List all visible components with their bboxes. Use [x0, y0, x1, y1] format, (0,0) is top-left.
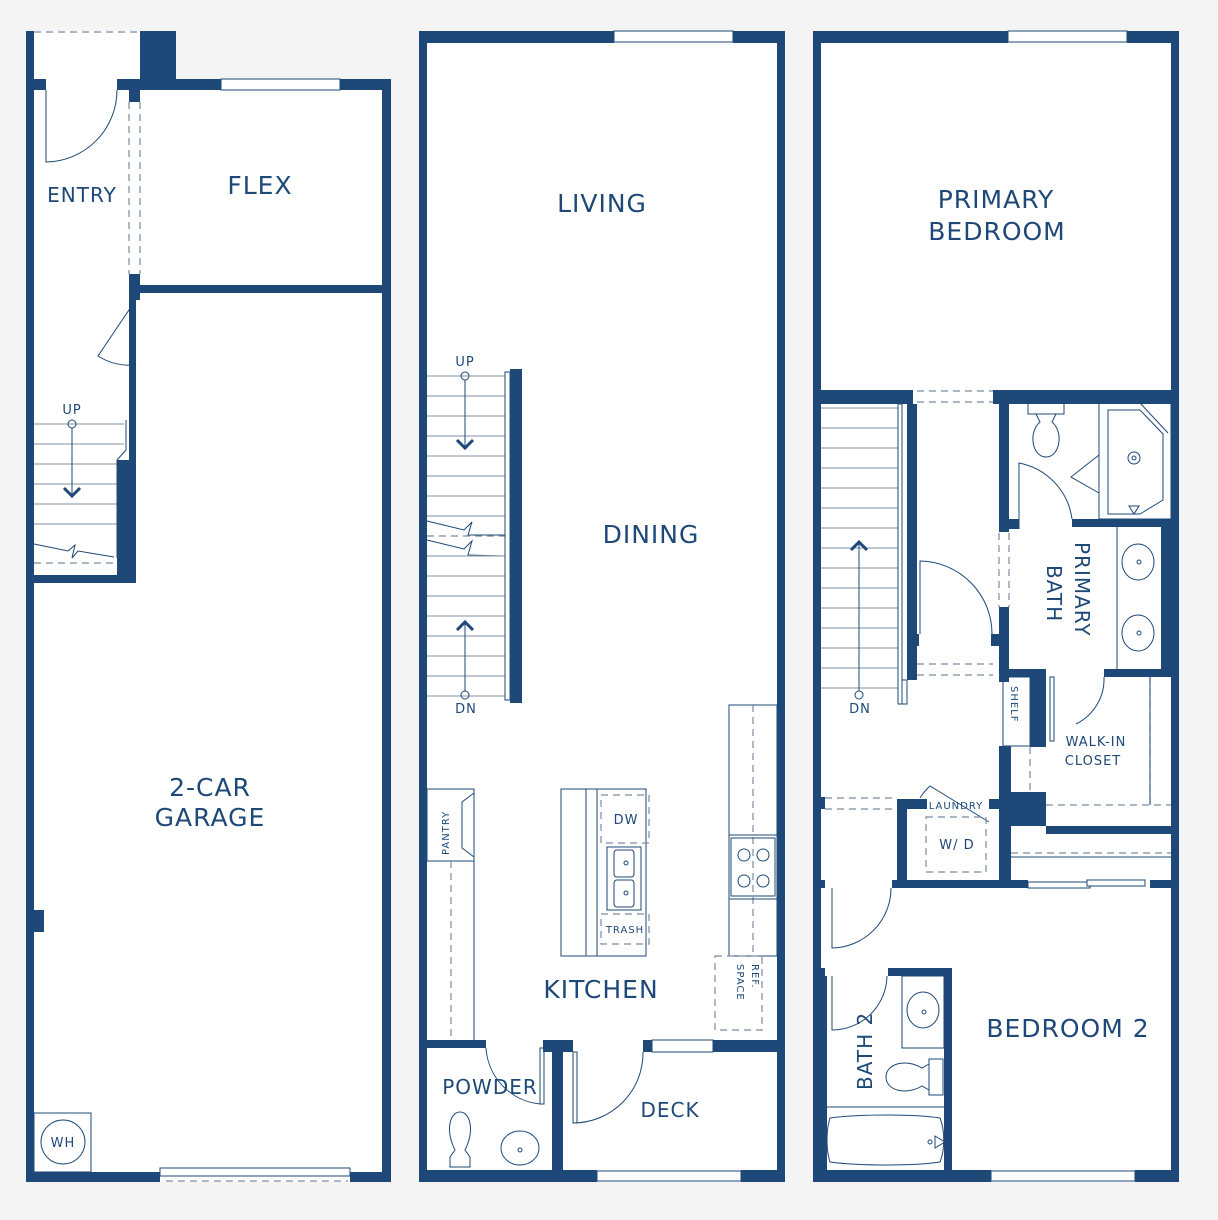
toilet-icon	[449, 1111, 471, 1168]
water-heater-icon	[40, 1119, 86, 1165]
pantry-label: PANTRY	[441, 811, 452, 855]
room-label-bedroom2: BEDROOM 2	[986, 1014, 1149, 1043]
third-floor-plan: DN	[813, 30, 1179, 1182]
window	[990, 1170, 1136, 1182]
ref-space-label-line2: SPACE	[734, 964, 745, 1001]
stair-up-label: UP	[62, 403, 81, 418]
garage-door	[159, 1167, 351, 1177]
wall	[382, 79, 391, 1182]
room-label-primary-bath-line1: PRIMARY	[1070, 542, 1094, 637]
pantry: PANTRY	[426, 788, 475, 1040]
wall	[136, 285, 391, 293]
wall	[26, 1172, 160, 1182]
ref-space-label-line1: REF.	[749, 964, 760, 989]
sink-icon	[606, 846, 642, 911]
room-label-walk-in-closet-line1: WALK-IN	[1066, 735, 1127, 750]
dishwasher	[600, 794, 650, 844]
room-label-garage-line2: GARAGE	[155, 803, 266, 832]
room-label-flex: FLEX	[227, 171, 292, 200]
vanity	[1116, 527, 1179, 669]
closet-door	[1075, 676, 1105, 725]
shelf-label: SHELF	[1008, 686, 1019, 723]
room-label-primary-bedroom-line1: PRIMARY	[938, 185, 1055, 214]
window	[651, 1039, 714, 1053]
water-heater-closet	[33, 1112, 92, 1173]
wall	[26, 31, 34, 1182]
trash	[600, 913, 650, 945]
sink-icon	[1121, 614, 1155, 652]
room-label-powder: POWDER	[442, 1075, 538, 1099]
closet-door	[919, 560, 993, 635]
deck-door	[572, 1051, 644, 1124]
room-label-kitchen: KITCHEN	[543, 975, 658, 1004]
first-floor-plan: UP WH ENTRY FLEX 2-CAR GARAGE	[26, 31, 391, 1182]
bath2-door	[831, 975, 888, 1031]
stair-down-label: DN	[455, 702, 477, 717]
toilet-icon	[885, 1058, 944, 1096]
sink-icon	[500, 1130, 540, 1166]
deck-window	[596, 1170, 742, 1182]
water-heater-label: WH	[51, 1136, 76, 1151]
washer-dryer-label: W/ D	[939, 838, 974, 853]
window	[613, 30, 734, 43]
room-label-laundry: LAUNDRY	[929, 801, 984, 812]
room-label-bath2: BATH 2	[853, 1012, 877, 1090]
powder-door	[485, 1047, 541, 1105]
window	[1007, 30, 1128, 43]
room-label-walk-in-closet-line2: CLOSET	[1065, 754, 1122, 769]
arrow-up-icon	[455, 619, 475, 632]
sink-icon	[906, 991, 940, 1029]
second-floor-stair: UP DN	[426, 355, 522, 717]
room-label-garage-line1: 2-CAR	[169, 773, 251, 802]
closet-door	[1086, 879, 1146, 887]
closet-door	[1027, 881, 1091, 889]
room-label-entry: ENTRY	[47, 183, 117, 207]
toilet-room-door	[1018, 462, 1073, 529]
bathtub-icon	[826, 1114, 945, 1166]
room-label-deck: DECK	[640, 1098, 699, 1122]
washer-dryer	[925, 816, 987, 873]
room-label-dining: DINING	[603, 520, 700, 549]
trash-label: TRASH	[605, 925, 644, 936]
arrow-up-icon	[849, 539, 869, 552]
arrow-down-icon	[455, 438, 475, 451]
toilet-icon	[1027, 399, 1065, 458]
room-label-primary-bath-line2: BATH	[1042, 565, 1066, 622]
arrow-down-icon	[62, 486, 82, 499]
window	[220, 78, 341, 91]
third-floor-stair: DN	[821, 403, 908, 717]
dishwasher-label: DW	[614, 813, 639, 828]
kitchen-counter: REF. SPACE	[714, 704, 778, 1031]
cooktop-icon	[730, 837, 776, 897]
kitchen-island: DW TRASH	[560, 788, 650, 957]
entry-door	[45, 89, 118, 163]
second-floor-plan: UP DN PANTRY DW TRASH	[419, 30, 785, 1182]
room-label-living: LIVING	[557, 189, 647, 218]
sink-icon	[1121, 543, 1155, 581]
room-label-primary-bedroom-line2: BEDROOM	[928, 217, 1066, 246]
stair-up-label: UP	[455, 355, 474, 370]
first-floor-stair: UP	[26, 403, 136, 583]
refrigerator-space	[714, 955, 763, 1031]
wall	[350, 1172, 391, 1182]
stair-down-label: DN	[849, 702, 871, 717]
laundry-door	[919, 785, 990, 823]
bedroom2-door	[831, 887, 892, 949]
